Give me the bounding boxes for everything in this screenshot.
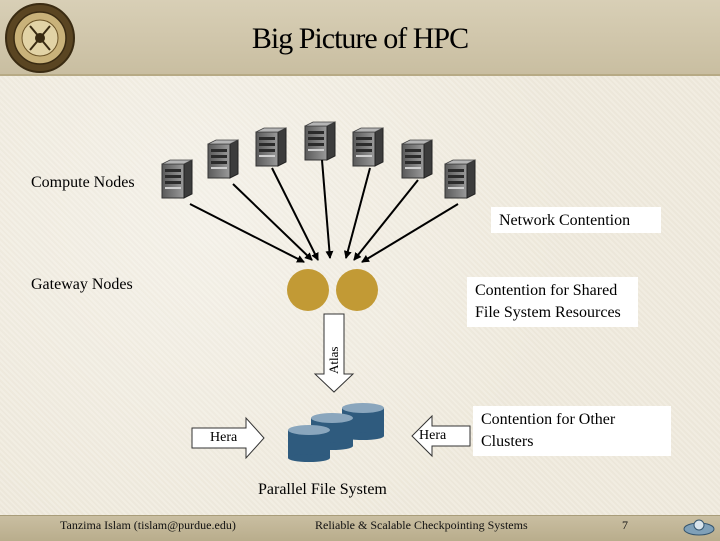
footer-page-number: 7: [622, 518, 628, 532]
footer-bar: [0, 515, 720, 541]
gateway-nodes-label: Gateway Nodes: [31, 276, 133, 293]
title-bar: [0, 0, 720, 76]
link-arrow: [271, 167, 319, 261]
hera-right-arrow: [411, 414, 471, 458]
shared-fs-contention-line2: File System Resources: [475, 304, 621, 321]
link-arrow: [343, 167, 371, 259]
network-contention-label: Network Contention: [499, 212, 631, 229]
shared-fs-contention-line1: Contention for Shared: [475, 282, 618, 299]
storage-disk-icon: [288, 425, 330, 462]
other-clusters-contention-line2: Clusters: [481, 433, 534, 450]
atlas-arrow: [313, 313, 355, 393]
nav-icon[interactable]: [682, 517, 716, 537]
compute-node-icon: [401, 139, 433, 179]
compute-node-icon: [161, 159, 193, 199]
hera-left-label: Hera: [210, 430, 238, 445]
shared-fs-contention-box: Contention for Shared File System Resour…: [467, 277, 638, 327]
other-clusters-contention-line1: Contention for Other: [481, 411, 616, 428]
link-arrow: [321, 159, 334, 259]
compute-node-icon: [304, 121, 336, 161]
gateway-node: [336, 269, 378, 311]
slide-title: Big Picture of HPC: [251, 22, 469, 55]
hera-left-arrow: [191, 416, 265, 460]
network-contention-box: Network Contention: [491, 207, 661, 233]
compute-node-icon: [207, 139, 239, 179]
gateway-node: [287, 269, 329, 311]
compute-node-icon: [444, 159, 476, 199]
link-arrow: [189, 203, 305, 263]
link-arrow: [232, 183, 313, 261]
compute-nodes-label: Compute Nodes: [31, 174, 135, 191]
other-clusters-contention-box: Contention for Other Clusters: [473, 406, 671, 456]
purdue-seal-icon: [5, 3, 75, 73]
parallel-fs-label: Parallel File System: [258, 481, 387, 498]
atlas-label: Atlas: [326, 347, 341, 374]
compute-node-icon: [352, 127, 384, 167]
link-arrow: [361, 203, 459, 263]
compute-node-icon: [255, 127, 287, 167]
footer-talk-title: Reliable & Scalable Checkpointing System…: [315, 518, 528, 532]
footer-author: Tanzima Islam (tislam@purdue.edu): [60, 518, 236, 532]
hera-right-label: Hera: [419, 428, 447, 443]
link-arrow: [353, 179, 419, 261]
